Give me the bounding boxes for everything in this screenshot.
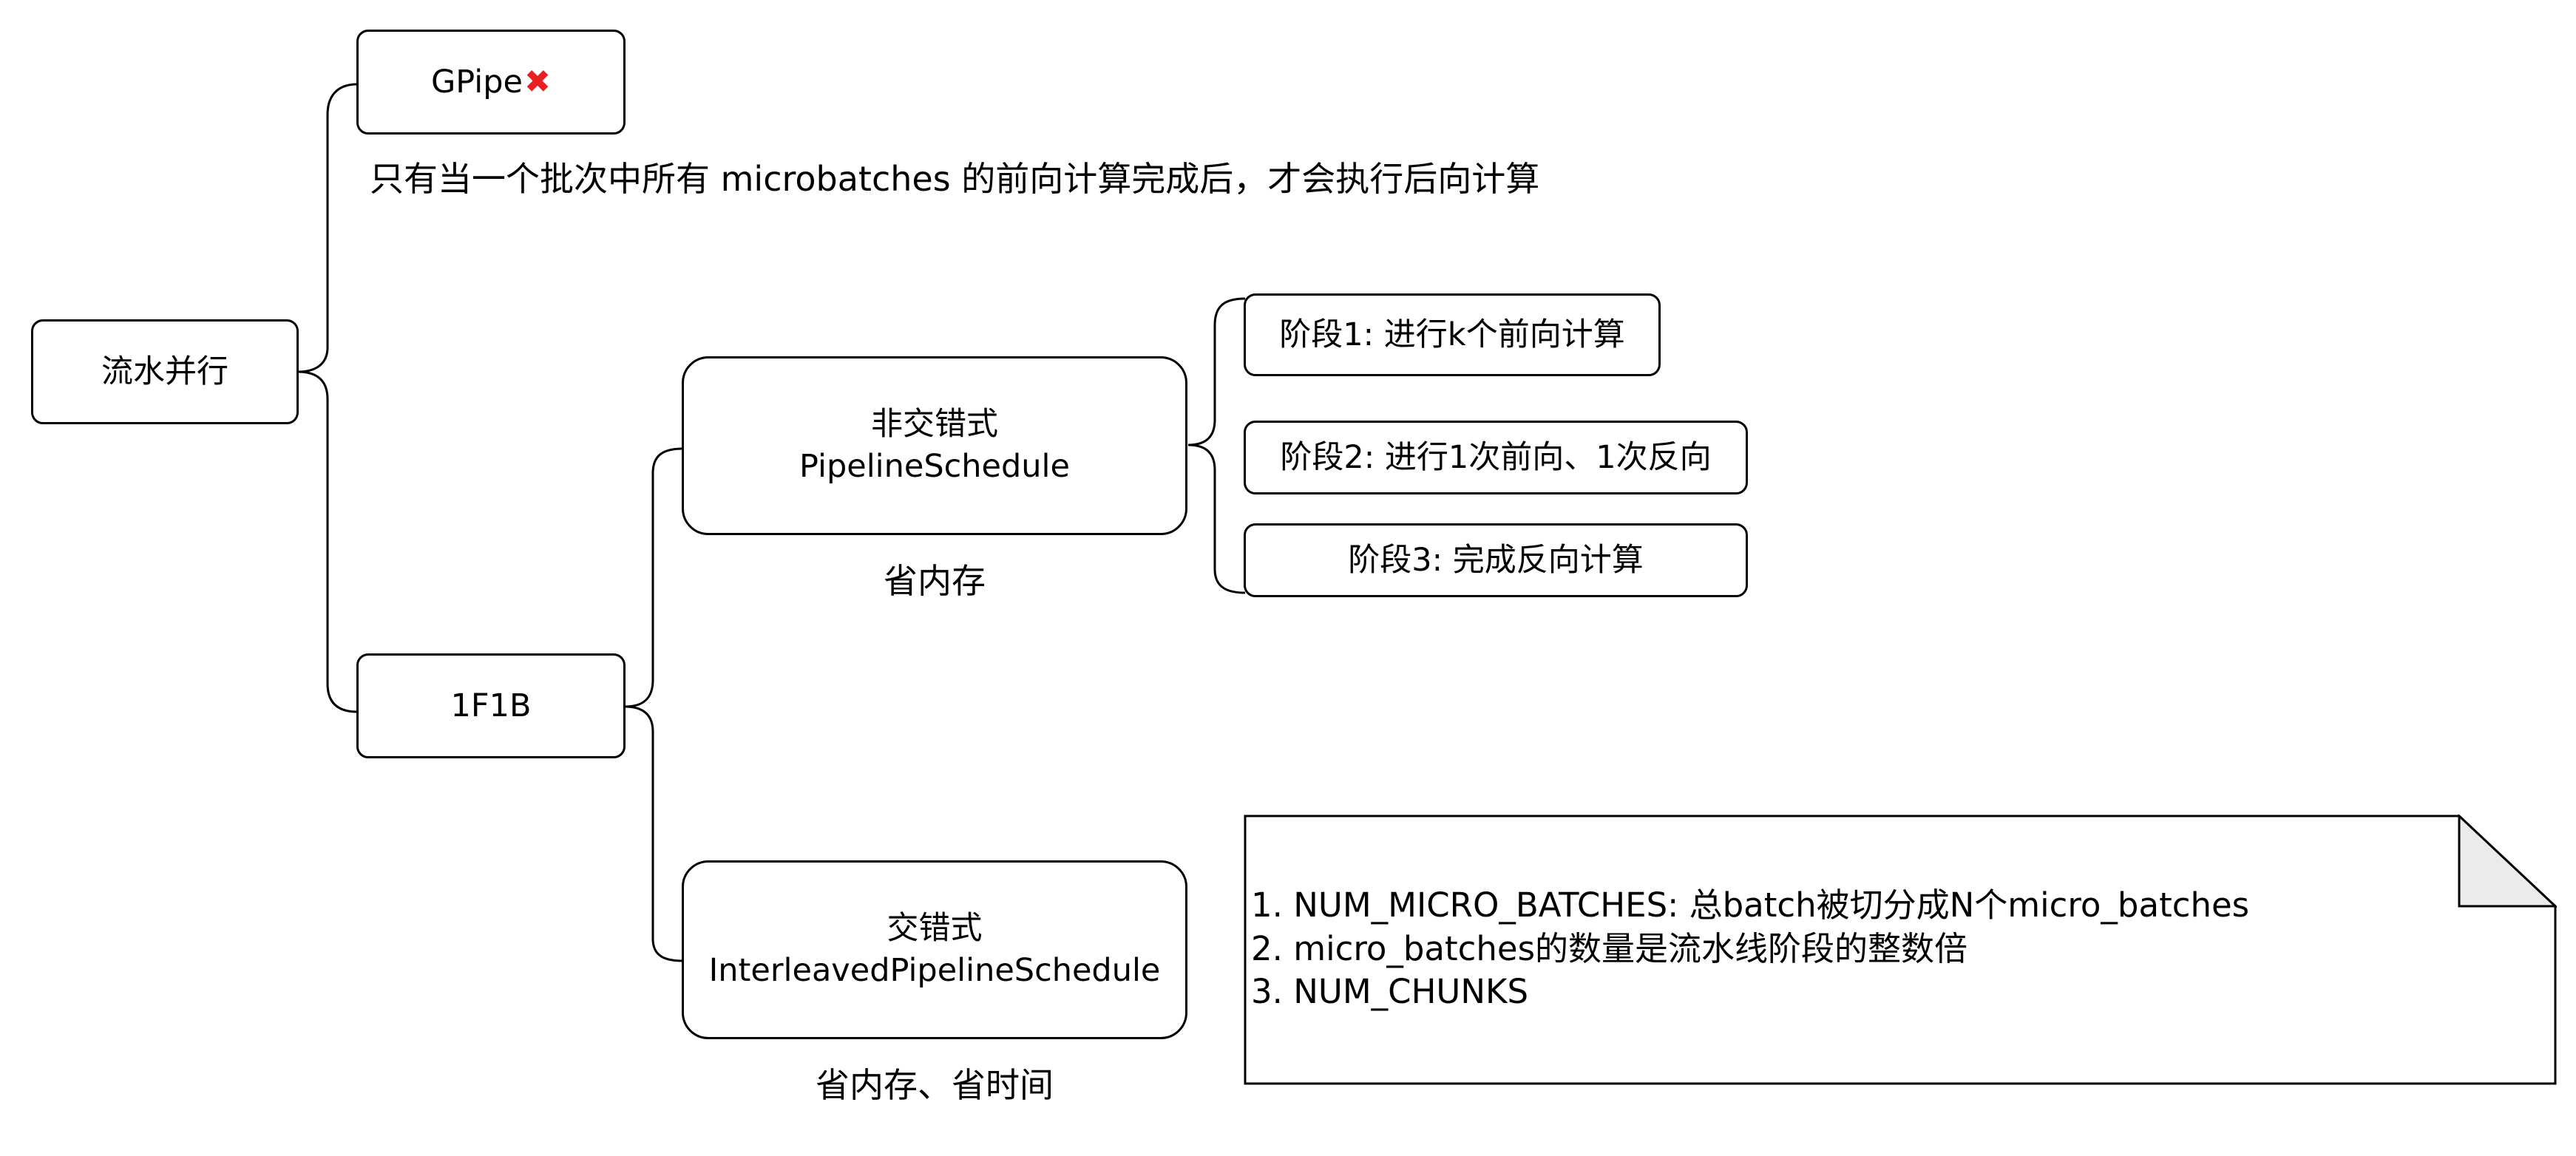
stage-3[interactable]: 阶段3: 完成反向计算 bbox=[1244, 523, 1748, 597]
brace-1f1b bbox=[624, 447, 684, 962]
interleaved-class: InterleavedPipelineSchedule bbox=[708, 952, 1161, 989]
brace-stages bbox=[1187, 297, 1246, 594]
non-interleaved-class: PipelineSchedule bbox=[799, 448, 1070, 485]
note-line-3: 3. NUM_CHUNKS bbox=[1251, 972, 1529, 1011]
brace-root bbox=[297, 83, 358, 713]
node-non-interleaved[interactable]: 非交错式 PipelineSchedule bbox=[682, 356, 1187, 535]
node-gpipe[interactable]: GPipe✖ bbox=[356, 30, 626, 135]
stage-3-label: 阶段3: 完成反向计算 bbox=[1348, 541, 1644, 579]
non-interleaved-caption: 省内存 bbox=[884, 561, 986, 601]
red-x-icon: ✖ bbox=[523, 63, 552, 101]
non-interleaved-title: 非交错式 bbox=[871, 406, 998, 443]
f1b-label: 1F1B bbox=[450, 687, 532, 724]
interleaved-caption: 省内存、省时间 bbox=[816, 1065, 1054, 1105]
gpipe-label: GPipe bbox=[430, 63, 523, 101]
root-node-label: 流水并行 bbox=[101, 353, 228, 390]
note-line-1: 1. NUM_MICRO_BATCHES: 总batch被切分成N个micro_… bbox=[1251, 885, 2250, 925]
stage-2-label: 阶段2: 进行1次前向、1次反向 bbox=[1280, 438, 1712, 476]
node-interleaved[interactable]: 交错式 InterleavedPipelineSchedule bbox=[682, 860, 1187, 1039]
root-node-pipeline-parallel[interactable]: 流水并行 bbox=[31, 319, 299, 424]
note-fold bbox=[2458, 815, 2557, 908]
stage-1[interactable]: 阶段1: 进行k个前向计算 bbox=[1244, 293, 1661, 376]
note-content: 1. NUM_MICRO_BATCHES: 总batch被切分成N个micro_… bbox=[1251, 884, 2249, 1014]
note-shape bbox=[1244, 815, 2557, 1085]
stage-2[interactable]: 阶段2: 进行1次前向、1次反向 bbox=[1244, 421, 1748, 494]
interleaved-title: 交错式 bbox=[887, 910, 983, 948]
gpipe-note: 只有当一个批次中所有 microbatches 的前向计算完成后，才会执行后向计… bbox=[370, 159, 1540, 199]
note-line-2: 2. micro_batches的数量是流水线阶段的整数倍 bbox=[1251, 928, 1968, 968]
node-1f1b[interactable]: 1F1B bbox=[356, 653, 626, 758]
stage-1-label: 阶段1: 进行k个前向计算 bbox=[1279, 316, 1625, 353]
